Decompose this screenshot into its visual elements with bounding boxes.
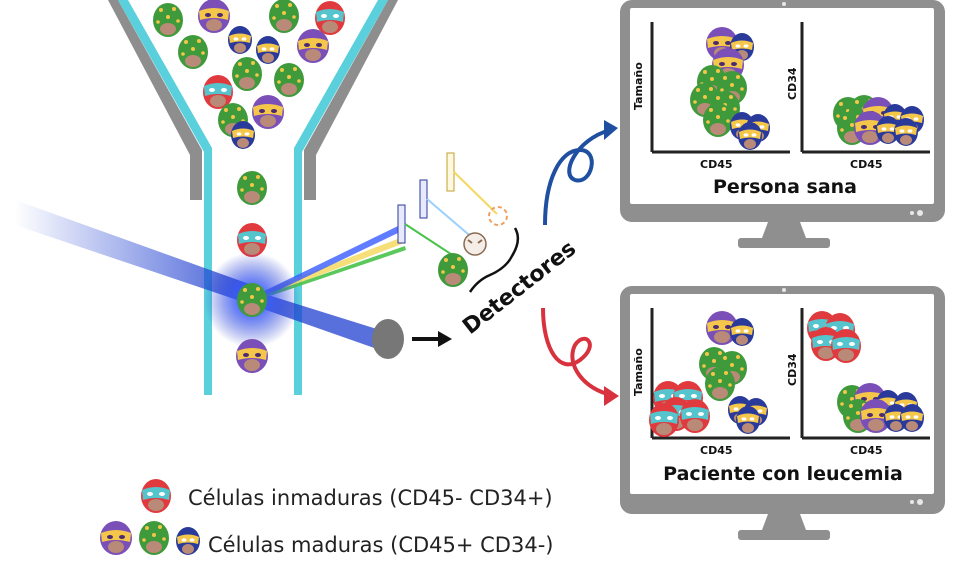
black-arrow xyxy=(412,331,452,347)
discard-particle xyxy=(372,319,404,359)
plot-leukemia-left: Tamaño CD45 xyxy=(632,308,790,457)
healthy-title: Persona sana xyxy=(713,176,857,198)
leukemia-right-ylabel: CD34 xyxy=(786,353,799,386)
arrow-to-leukemia xyxy=(541,307,619,406)
legend-immature-cell-icon xyxy=(141,479,171,513)
plot-leukemia-right: CD34 CD45 xyxy=(786,308,930,457)
leukemia-left-ylabel: Tamaño xyxy=(632,348,645,396)
leukemia-left-xlabel: CD45 xyxy=(700,444,733,457)
leukemia-title: Paciente con leucemia xyxy=(663,463,903,485)
funnel xyxy=(108,0,398,395)
illuminated-cell xyxy=(237,283,267,317)
legend-immature-label: Células inmaduras (CD45- CD34+) xyxy=(188,486,553,510)
monitor-healthy xyxy=(620,0,945,248)
arrow-to-healthy xyxy=(543,120,618,226)
legend: Células inmaduras (CD45- CD34+) Células … xyxy=(100,479,553,557)
plot-healthy-right: CD34 CD45 xyxy=(786,22,930,171)
leukemia-right-xlabel: CD45 xyxy=(850,444,883,457)
legend-mature-cell-icon-navy xyxy=(176,527,200,555)
healthy-right-ylabel: CD34 xyxy=(786,67,799,100)
plot-healthy-left: Tamaño CD45 xyxy=(632,22,790,171)
legend-mature-cell-icon-green xyxy=(139,521,169,555)
detector-cells xyxy=(438,206,508,287)
legend-mature-label: Células maduras (CD45+ CD34-) xyxy=(208,533,553,557)
tube-cell xyxy=(236,339,268,373)
healthy-left-ylabel: Tamaño xyxy=(632,62,645,110)
legend-mature-cell-icon-purple xyxy=(100,521,132,555)
healthy-right-xlabel: CD45 xyxy=(850,158,883,171)
detectors-brace xyxy=(468,227,520,293)
healthy-left-xlabel: CD45 xyxy=(700,158,733,171)
